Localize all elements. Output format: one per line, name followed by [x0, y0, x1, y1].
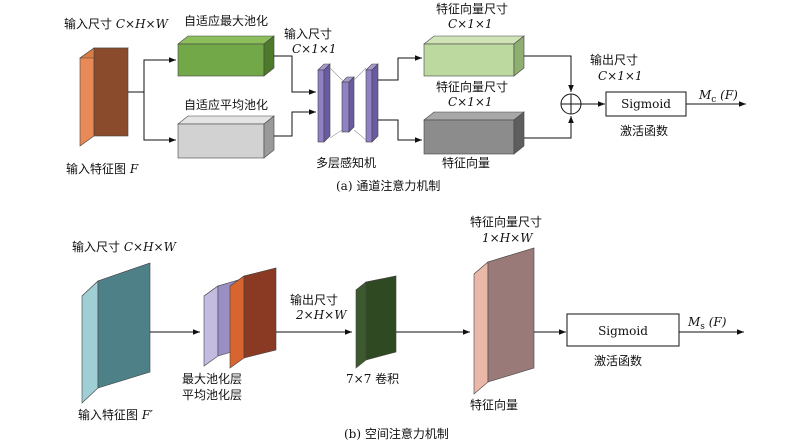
mlp-size-title: 输入尺寸 [284, 26, 332, 41]
conv-map [355, 275, 397, 369]
avg-pool-map [229, 267, 277, 369]
spatial-attention: 输入尺寸 C×H×W 输入特征图 F′ 最大池化层 平均池化层 输出尺寸 2×H… [72, 214, 744, 441]
sum-node [560, 93, 582, 115]
spatial-sigmoid-label: Sigmoid [598, 324, 648, 338]
channel-output-label: Mc (F) [698, 88, 738, 105]
spatial-output-size-title: 输出尺寸 [290, 292, 338, 307]
channel-input-feature-map [79, 47, 129, 147]
channel-input-size-label: 输入尺寸 C×H×W [64, 16, 170, 31]
spatial-activation-label: 激活函数 [594, 353, 642, 368]
vec-top-title: 特征向量尺寸 [436, 1, 508, 16]
max-pool-block [177, 35, 275, 77]
channel-input-map-label: 输入特征图 F [66, 161, 139, 176]
spatial-sigmoid-box [566, 313, 680, 347]
feature-vector-label: 特征向量 [442, 155, 490, 170]
spatial-vec-title: 特征向量尺寸 [470, 214, 542, 229]
vec-bottom-math: C×1×1 [448, 95, 493, 109]
avg-pool-layer-label: 平均池化层 [182, 388, 242, 402]
mlp-block [317, 63, 379, 143]
vec-top-math: C×1×1 [448, 17, 493, 31]
spatial-caption: (b) 空间注意力机制 [344, 426, 449, 441]
channel-caption: (a) 通道注意力机制 [336, 178, 440, 193]
avg-pool-label: 自适应平均池化 [184, 97, 268, 112]
channel-sigmoid-label: Sigmoid [621, 97, 671, 111]
vec-bottom-title: 特征向量尺寸 [436, 79, 508, 94]
channel-activation-label: 激活函数 [620, 123, 668, 138]
spatial-input-size-label: 输入尺寸 C×H×W [72, 239, 178, 254]
spatial-input-map-label: 输入特征图 F′ [78, 407, 153, 422]
feature-vector-top [423, 35, 525, 77]
channel-attention: 输入尺寸 C×H×W 输入特征图 F 自适应最大池化 自适应平均池化 输入尺寸 … [64, 1, 746, 193]
mlp-label: 多层感知机 [316, 155, 376, 170]
spatial-input-feature-map [81, 262, 151, 404]
max-pool-label: 自适应最大池化 [184, 13, 268, 28]
spatial-output-size-math: 2×H×W [295, 308, 348, 322]
feature-vector-bottom [423, 111, 525, 155]
output-size-title: 输出尺寸 [590, 52, 638, 67]
spatial-output-label: Ms (F) [687, 315, 727, 332]
channel-sigmoid-box [605, 91, 687, 117]
spatial-feature-vector [473, 247, 535, 395]
spatial-vec-math: 1×H×W [482, 231, 534, 245]
spatial-vec-label: 特征向量 [470, 397, 518, 412]
avg-pool-block [177, 115, 275, 159]
mlp-size-math: C×1×1 [292, 42, 337, 56]
output-size-math: C×1×1 [598, 69, 643, 83]
max-pool-layer-label: 最大池化层 [182, 372, 242, 386]
conv-label: 7×7 卷积 [346, 371, 399, 386]
